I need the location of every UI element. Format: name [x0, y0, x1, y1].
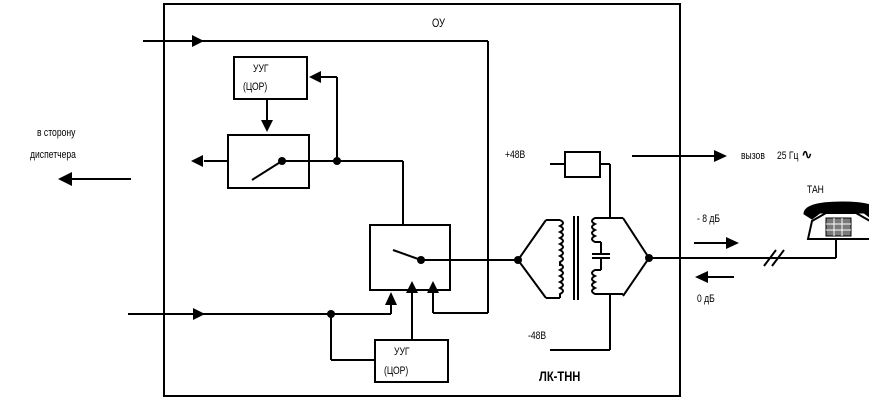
- junction-transformer-right: [645, 254, 653, 262]
- junction-feedback: [333, 157, 341, 165]
- uug-top-label-2: (ЦОР): [243, 81, 267, 93]
- ou-label: ОУ: [432, 17, 445, 30]
- arrowhead-zero-db: [695, 271, 708, 283]
- minus48-label: -48В: [528, 330, 546, 342]
- tan-label: ТАН: [807, 184, 824, 196]
- junction-switch-bottom-pivot: [417, 256, 425, 264]
- transformer-right-coil-upper: [592, 218, 601, 242]
- arrowhead-call: [714, 150, 727, 162]
- dispatcher-label-2: диспетчера: [30, 149, 76, 161]
- telephone-icon: [804, 202, 869, 239]
- freq-label: 25 Гц: [777, 150, 799, 162]
- switch-top-blade: [252, 161, 282, 180]
- arrowhead-minus8: [726, 237, 739, 249]
- uug-bottom-label-2: (ЦОР): [384, 365, 408, 377]
- switch-bottom-box: [370, 225, 450, 290]
- switch-bottom-blade: [393, 250, 421, 260]
- junction-transformer-left: [514, 256, 522, 264]
- transformer-left-coil-upper: [560, 220, 563, 266]
- transformer-right-diamond: [623, 218, 649, 296]
- dispatcher-label-1: в сторону: [37, 127, 75, 139]
- plus48-label: +48В: [505, 149, 526, 161]
- ac-symbol: ∿: [801, 146, 813, 162]
- plus48-resistor: [565, 152, 600, 177]
- uug-top-label-1: УУГ: [253, 63, 269, 75]
- arrowhead-lower-input-up: [385, 292, 397, 305]
- uug-bottom-label-1: УУГ: [394, 346, 410, 358]
- arrowhead-uug-bottom-up: [406, 281, 418, 293]
- block-name-label: ЛК-ТНН: [539, 369, 580, 384]
- call-label: вызов: [741, 150, 765, 162]
- arrowhead-dispatcher: [58, 172, 72, 186]
- transformer-left-diamond: [518, 220, 546, 298]
- arrowhead-uug-top-down: [261, 120, 273, 132]
- arrowhead-switch-top-left: [191, 155, 203, 167]
- transformer-left-coil-lower: [560, 264, 563, 298]
- transformer-right-coil-lower: [592, 270, 601, 294]
- arrowhead-ou-input: [192, 35, 204, 47]
- junction-switch-top-pivot: [278, 157, 286, 165]
- zero-db-label: 0 дБ: [697, 293, 715, 305]
- line-break-mark-1: [764, 250, 776, 266]
- minus8-label: - 8 дБ: [697, 213, 720, 225]
- uug-top-box: [234, 57, 307, 99]
- ou-text: ОУ: [432, 17, 445, 30]
- arrowhead-lower-input: [193, 308, 205, 320]
- junction-lower-input: [327, 310, 335, 318]
- arrowhead-ou-return-up: [427, 281, 439, 293]
- main-block-frame: [164, 4, 680, 396]
- arrowhead-uug-top-feedback: [309, 71, 321, 83]
- line-break-mark-2: [772, 250, 784, 266]
